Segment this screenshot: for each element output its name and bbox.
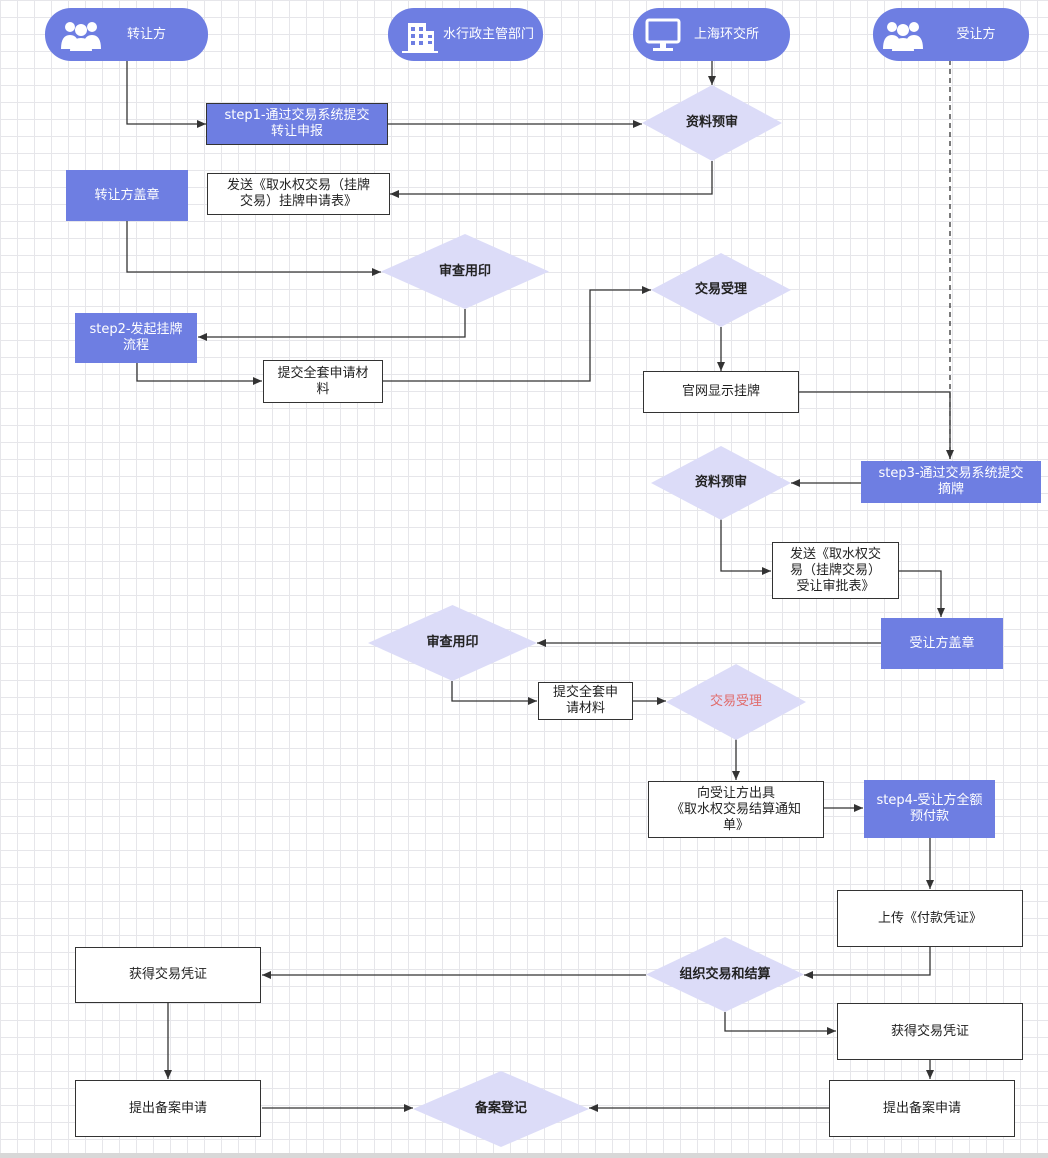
edge-check1-step2 [198, 309, 466, 341]
edge-step2-submit1 [136, 362, 262, 385]
node-accept1: 交易受理 [651, 253, 791, 327]
edge-organize-certright [724, 1012, 836, 1035]
node-check-seal2: 审查用印 [368, 605, 537, 681]
node-obtain-cert-left: 获得交易凭证 [75, 947, 261, 1003]
lane-transferee: 受让方 [873, 8, 1029, 61]
edge-review1-sendform1 [390, 161, 713, 198]
node-check-seal1-label: 审查用印 [438, 263, 491, 279]
node-register-label: 备案登记 [474, 1101, 527, 1116]
node-accept2-label: 交易受理 [709, 694, 762, 709]
node-accept1-label: 交易受理 [694, 282, 747, 297]
lane-water-dept-label: 水行政主管部门 [442, 26, 534, 42]
edge-upload-organize [804, 947, 931, 979]
node-register: 备案登记 [413, 1071, 589, 1147]
node-upload-payment: 上传《付款凭证》 [837, 890, 1023, 947]
people-icon [61, 22, 101, 51]
lane-exchange-label: 上海环交所 [693, 26, 759, 42]
node-send-form2: 发送《取水权交 易（挂牌交易） 受让审批表》 [772, 542, 899, 599]
edge-submit1-accept1 [383, 286, 651, 382]
node-website-listing: 官网显示挂牌 [643, 371, 799, 413]
edge-website-step3 [799, 391, 954, 459]
lane-transferee-label: 受让方 [956, 26, 996, 42]
node-review2-label: 资料预审 [694, 475, 747, 490]
node-organize: 组织交易和结算 [646, 937, 804, 1012]
node-settle-notice: 向受让方出具 《取水权交易结算通知 单》 [648, 781, 824, 838]
node-organize-label: 组织交易和结算 [679, 966, 771, 982]
edge-transferor-step1 [126, 60, 206, 128]
node-transferee-seal: 受让方盖章 [881, 618, 1003, 669]
people-icon [883, 22, 923, 51]
edge-check2-submit2 [451, 681, 537, 705]
node-submit1: 提交全套申请材 料 [263, 360, 383, 403]
node-review1: 资料预审 [642, 85, 782, 161]
node-step4: step4-受让方全额 预付款 [864, 780, 995, 838]
node-obtain-cert-right: 获得交易凭证 [837, 1003, 1023, 1060]
building-icon [402, 23, 438, 53]
lane-transferor-label: 转让方 [126, 26, 166, 42]
node-review2: 资料预审 [651, 446, 791, 520]
node-filing-left: 提出备案申请 [75, 1080, 261, 1137]
node-step1: step1-通过交易系统提交 转让申报 [206, 103, 388, 145]
node-step2: step2-发起挂牌 流程 [75, 313, 197, 363]
node-send-form1: 发送《取水权交易（挂牌 交易）挂牌申请表》 [207, 173, 390, 215]
node-filing-right: 提出备案申请 [829, 1080, 1015, 1137]
node-check-seal2-label: 审查用印 [426, 635, 479, 650]
lane-water-dept: 水行政主管部门 [388, 8, 543, 61]
node-transferor-seal: 转让方盖章 [66, 170, 188, 221]
node-review1-label: 资料预审 [685, 115, 738, 130]
node-accept2: 交易受理 [666, 664, 806, 740]
edge-sendform2-seal [899, 570, 945, 617]
node-check-seal1: 审查用印 [381, 234, 549, 309]
lane-exchange: 上海环交所 [633, 8, 790, 61]
monitor-icon [645, 18, 681, 51]
edge-seal-check1 [126, 221, 381, 276]
bottom-scroll-strip [0, 1153, 1048, 1158]
lane-transferor: 转让方 [45, 8, 208, 61]
node-step3: step3-通过交易系统提交 摘牌 [861, 461, 1041, 503]
node-submit2: 提交全套申 请材料 [538, 682, 633, 720]
edge-review2-sendform2 [720, 519, 771, 575]
